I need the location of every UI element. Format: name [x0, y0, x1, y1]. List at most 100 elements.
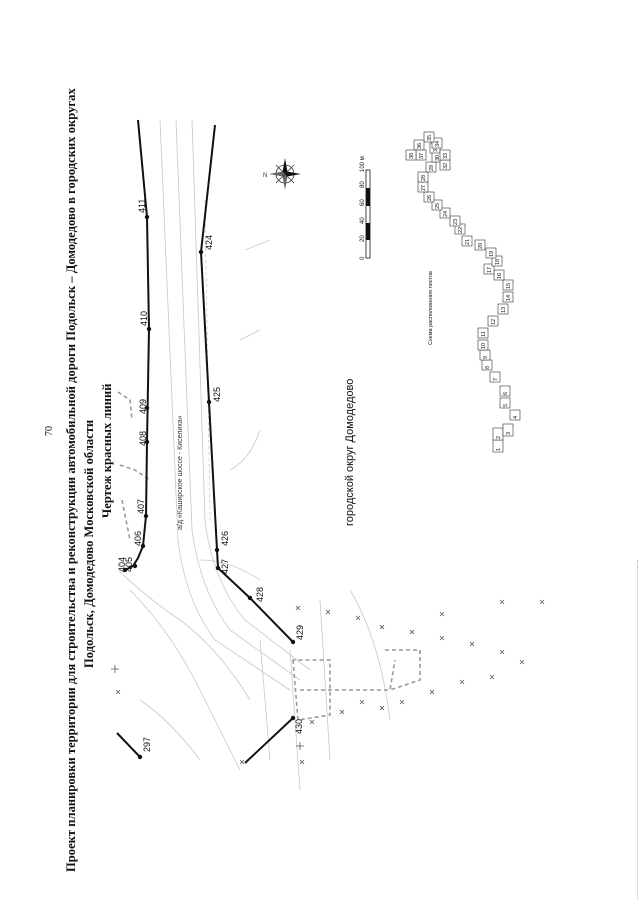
- sheet-scheme: Схема расположения листов: [428, 271, 434, 345]
- sheet-number: 25: [435, 203, 441, 209]
- scale-tick-60: 60: [360, 199, 366, 206]
- sheet-box: 5: [499, 397, 511, 409]
- sheet-box: 8: [481, 359, 493, 371]
- sheet-box: 29: [425, 161, 437, 173]
- sheet-box: 36: [413, 139, 425, 151]
- sheet-number: 13: [501, 307, 507, 313]
- sheet-number: 3: [506, 432, 512, 435]
- sheet-number: 17: [487, 267, 493, 273]
- sheet-box: 1: [492, 439, 504, 453]
- label-408: 408: [138, 431, 148, 446]
- sheet-box: 14: [502, 291, 514, 303]
- sheet-number: 12: [491, 319, 497, 325]
- point-dots: [122, 214, 296, 760]
- sheet-number: 10: [481, 343, 487, 349]
- sheet-box: 3: [502, 423, 514, 437]
- sheet-number: 15: [506, 283, 512, 289]
- sheet-box: 7: [489, 371, 501, 383]
- sheet-number: 19: [489, 251, 495, 257]
- dashed-boundaries: [117, 391, 421, 721]
- label-425: 425: [212, 387, 222, 402]
- sheet-number: 16: [497, 273, 503, 279]
- edge-hatching: [629, 560, 638, 900]
- point-labels: 411 410 409 408 407 406 405 404 424 425 …: [117, 199, 305, 752]
- label-427: 427: [220, 559, 230, 574]
- sheet-number: 33: [443, 153, 449, 159]
- base-map: [117, 119, 391, 791]
- sheet-box: 38: [405, 149, 417, 161]
- sheet-box: 10: [477, 339, 489, 351]
- scale-tick-20: 20: [360, 235, 366, 242]
- sheet-number: 18: [495, 259, 501, 265]
- sheet-number: 35: [427, 135, 433, 141]
- label-429: 429: [295, 625, 305, 640]
- sheet-number: 23: [453, 219, 459, 225]
- scale-tick-80: 80: [360, 181, 366, 188]
- sheet-number: 28: [421, 175, 427, 181]
- label-409: 409: [138, 399, 148, 414]
- sheet-scheme-caption: Схема расположения листов: [428, 271, 434, 345]
- sheet-number: 26: [427, 195, 433, 201]
- sheet-box: 16: [493, 269, 505, 281]
- sheet-number: 24: [443, 211, 449, 217]
- sheet-box: 15: [502, 279, 514, 291]
- road-label: а/д «Каширское шоссе - Киселиха»: [177, 415, 184, 530]
- sheet-number: 11: [481, 331, 487, 337]
- sheet-box: 18: [491, 255, 503, 267]
- label-424: 424: [204, 235, 214, 250]
- sheet-box: 17: [483, 263, 495, 275]
- sheet-number: 7: [493, 378, 499, 381]
- label-406: 406: [133, 531, 143, 546]
- label-411: 411: [137, 199, 147, 213]
- sheet-box: 21: [461, 235, 473, 247]
- sheet-box: 20: [474, 239, 486, 251]
- sheet-number: 38: [409, 153, 415, 159]
- sheet-box: 12: [487, 315, 499, 327]
- sheet-box: 27: [417, 181, 429, 193]
- sheet-box: 9: [479, 349, 491, 361]
- sheet-box: 34: [431, 137, 443, 149]
- sheet-box: 24: [439, 207, 451, 219]
- label-404: 404: [117, 557, 127, 572]
- sheet-number: 1: [496, 448, 502, 451]
- sheet-number: 27: [421, 185, 427, 191]
- grid-crosses: [111, 599, 545, 765]
- district-label: городской округ Домодедово: [344, 379, 356, 526]
- sheet-box: 4: [509, 409, 521, 421]
- north-arrow-icon: N: [263, 158, 301, 190]
- sheet-box: 28: [417, 171, 429, 183]
- sheet-number: 36: [417, 143, 423, 149]
- sheet-box: 23: [449, 215, 461, 227]
- sheet-box: 25: [431, 199, 443, 211]
- sheet-number: 20: [478, 243, 484, 249]
- sheet-number: 5: [503, 404, 509, 407]
- sheet-number: 30: [435, 155, 441, 161]
- sheet-boxes: 1234567891011121314151617181920212223242…: [405, 131, 521, 453]
- sheet-number: 2: [496, 436, 502, 439]
- sheet-box: 6: [499, 385, 511, 397]
- sheet-box: 11: [477, 327, 489, 339]
- sheet-box: 37: [415, 149, 427, 161]
- scale-tick-0: 0: [360, 256, 366, 260]
- sheet-number: 21: [465, 239, 471, 245]
- sheet-number: 14: [506, 295, 512, 301]
- label-405: 405: [124, 557, 134, 572]
- sheet-number: 9: [483, 356, 489, 359]
- label-430: 430: [294, 719, 304, 734]
- label-410: 410: [139, 311, 149, 326]
- sheet-number: 31: [433, 146, 439, 152]
- sheet-number: 32: [443, 163, 449, 169]
- sheet-box: 26: [423, 191, 435, 203]
- scale-bar: 0 20 40 60 80 100 м: [360, 156, 371, 260]
- sheet-number: 37: [419, 153, 425, 159]
- sheet-box: 33: [439, 149, 451, 161]
- scale-tick-40: 40: [360, 217, 366, 224]
- sheet-box: 35: [423, 131, 435, 143]
- sheet-box: 2: [492, 427, 504, 441]
- label-297: 297: [142, 737, 152, 752]
- sheet-box: 13: [497, 303, 509, 315]
- sheet-number: 8: [485, 366, 491, 369]
- sheet-box: 32: [439, 159, 451, 171]
